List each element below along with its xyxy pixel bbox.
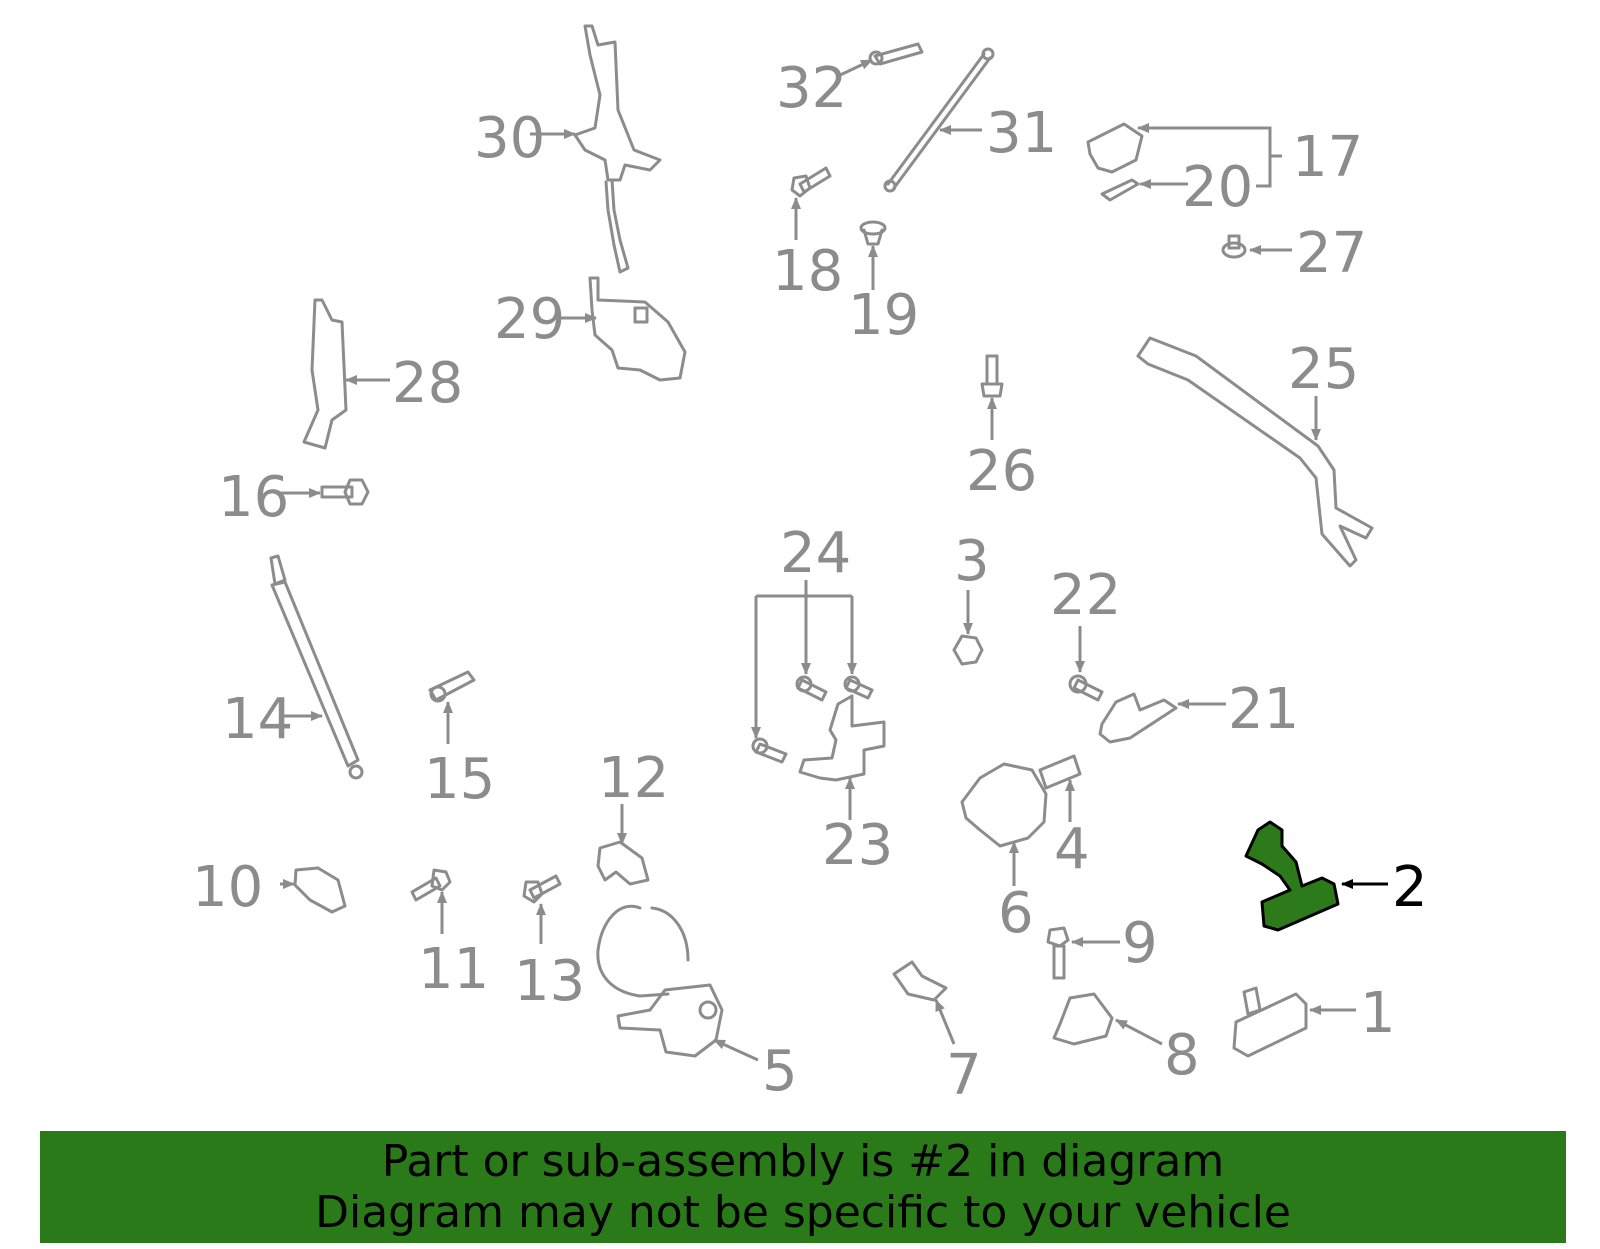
part-12-bracket — [596, 840, 650, 886]
part-21-bracket — [1098, 692, 1178, 744]
leader-lines — [280, 58, 1388, 1062]
part-2-handle-highlighted[interactable] — [1244, 820, 1340, 932]
part-32-clip — [868, 42, 924, 66]
callout-18: 18 — [772, 239, 843, 304]
callout-15: 15 — [424, 747, 495, 812]
callout-10: 10 — [192, 855, 263, 920]
info-banner: Part or sub-assembly is #2 in diagram Di… — [40, 1131, 1566, 1243]
callout-26: 26 — [966, 439, 1037, 504]
callout-19: 19 — [848, 283, 919, 348]
part-19-grommet — [859, 220, 887, 246]
part-22-bolt — [1068, 674, 1104, 702]
part-14-strut — [269, 554, 364, 780]
part-4-pad — [1038, 754, 1082, 790]
banner-line-2: Diagram may not be specific to your vehi… — [315, 1187, 1291, 1238]
callout-17: 17 — [1292, 125, 1363, 190]
banner-line-1: Part or sub-assembly is #2 in diagram — [381, 1136, 1225, 1187]
part-5-latch — [596, 904, 724, 1058]
part-20-gasket — [1100, 178, 1140, 202]
part-7-gasket — [892, 960, 948, 1002]
callout-32: 32 — [776, 56, 847, 121]
callout-6: 6 — [998, 881, 1034, 946]
part-24-bolts — [751, 675, 874, 764]
part-3-nut — [952, 634, 984, 666]
callout-24: 24 — [780, 521, 851, 586]
callout-13: 13 — [514, 949, 585, 1014]
part-10-bracket — [293, 866, 347, 914]
callout-22: 22 — [1050, 563, 1121, 628]
part-29-actuator — [588, 276, 687, 382]
callout-11: 11 — [418, 937, 489, 1002]
callout-14: 14 — [222, 687, 293, 752]
callout-2-highlighted: 2 — [1392, 855, 1428, 920]
part-26-stud — [980, 354, 1004, 398]
part-11-bolt — [410, 868, 452, 902]
callout-3: 3 — [954, 529, 990, 594]
callout-27: 27 — [1296, 221, 1367, 286]
part-23-bracket — [798, 694, 886, 782]
part-9-bolt — [1046, 926, 1070, 980]
part-8-striker — [1052, 992, 1114, 1046]
callout-12: 12 — [598, 746, 669, 811]
part-6-lock — [960, 762, 1048, 848]
callout-9: 9 — [1122, 911, 1158, 976]
part-17-handle — [1086, 122, 1144, 174]
part-30-bracket — [573, 24, 662, 274]
part-18-bolt — [790, 166, 832, 198]
part-31-rod — [883, 47, 995, 193]
callout-8: 8 — [1164, 1023, 1200, 1088]
callout-16: 16 — [218, 465, 289, 530]
callout-30: 30 — [474, 106, 545, 171]
part-25-bar — [1136, 336, 1374, 568]
callout-1: 1 — [1360, 981, 1396, 1046]
callout-31: 31 — [986, 101, 1057, 166]
callout-20: 20 — [1182, 155, 1253, 220]
part-13-bolt — [522, 874, 562, 904]
callout-4: 4 — [1054, 817, 1090, 882]
callout-29: 29 — [494, 287, 565, 352]
callout-28: 28 — [392, 351, 463, 416]
callout-23: 23 — [822, 813, 893, 878]
part-27-nut — [1221, 234, 1247, 259]
callout-5: 5 — [762, 1039, 798, 1104]
part-28-trim — [302, 298, 348, 450]
callout-25: 25 — [1288, 337, 1359, 402]
part-1-handle — [1232, 986, 1308, 1058]
part-15-clip — [428, 670, 476, 703]
callout-21: 21 — [1228, 677, 1299, 742]
callout-7: 7 — [946, 1043, 982, 1108]
part-16-bolt — [320, 478, 370, 506]
